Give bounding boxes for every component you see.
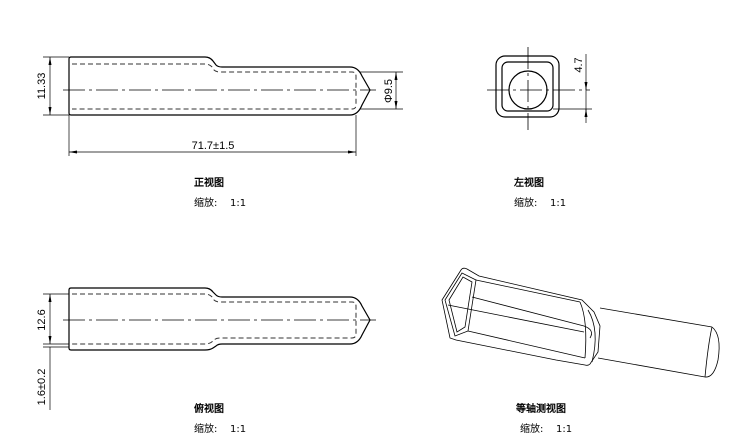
top-view-title: 俯视图 bbox=[194, 402, 224, 415]
iso-edge bbox=[475, 279, 581, 303]
iso-step-edge bbox=[583, 325, 592, 339]
dim-thickness: 1.6±0.2 bbox=[36, 369, 48, 406]
front-outline bbox=[68, 56, 371, 116]
left-outer-square bbox=[495, 55, 560, 118]
front-scale-label: 缩放: bbox=[194, 196, 217, 209]
iso-edge bbox=[447, 304, 585, 333]
dim-height-front: 11.33 bbox=[36, 73, 48, 100]
front-hidden-lines bbox=[72, 63, 357, 110]
dim-half: 4.7 bbox=[573, 57, 585, 72]
iso-pin-tip bbox=[704, 326, 720, 378]
iso-body-outline bbox=[441, 267, 601, 366]
dim-length: 71.7±1.5 bbox=[192, 140, 235, 152]
iso-step-edge bbox=[579, 301, 587, 359]
iso-pin-edge bbox=[599, 307, 713, 328]
top-scale-label: 缩放: bbox=[194, 422, 217, 435]
front-view-title: 正视图 bbox=[194, 176, 224, 189]
top-view: 12.6 1.6±0.2 俯视图 缩放: 1:1 bbox=[36, 287, 376, 435]
left-view-title: 左视图 bbox=[513, 176, 544, 189]
iso-opening-outer bbox=[444, 272, 477, 337]
iso-step-edge bbox=[587, 309, 596, 363]
top-scale-value: 1:1 bbox=[230, 424, 246, 435]
front-scale-value: 1:1 bbox=[230, 198, 246, 209]
front-view: 11.33 Φ9.5 71.7±1.5 正视图 缩放: 1:1 bbox=[36, 56, 403, 209]
isometric-view: 等轴测视图 缩放: 1:1 bbox=[441, 267, 720, 435]
iso-edge bbox=[471, 296, 585, 327]
left-scale-value: 1:1 bbox=[550, 198, 566, 209]
iso-scale-label: 缩放: bbox=[520, 422, 543, 435]
top-outline bbox=[68, 287, 371, 351]
dim-height-top: 12.6 bbox=[36, 309, 48, 330]
iso-edge bbox=[467, 330, 586, 359]
iso-scale-value: 1:1 bbox=[556, 424, 572, 435]
top-hidden-lines bbox=[72, 293, 357, 345]
left-view: 4.7 左视图 缩放: 1:1 bbox=[487, 47, 592, 209]
iso-pin-edge bbox=[597, 357, 706, 378]
iso-view-title: 等轴测视图 bbox=[516, 402, 566, 415]
iso-opening-inner bbox=[448, 276, 473, 333]
left-inner-square bbox=[501, 61, 554, 112]
left-scale-label: 缩放: bbox=[514, 196, 537, 209]
iso-pin-tip bbox=[704, 326, 713, 378]
dim-diameter: Φ9.5 bbox=[383, 79, 395, 103]
